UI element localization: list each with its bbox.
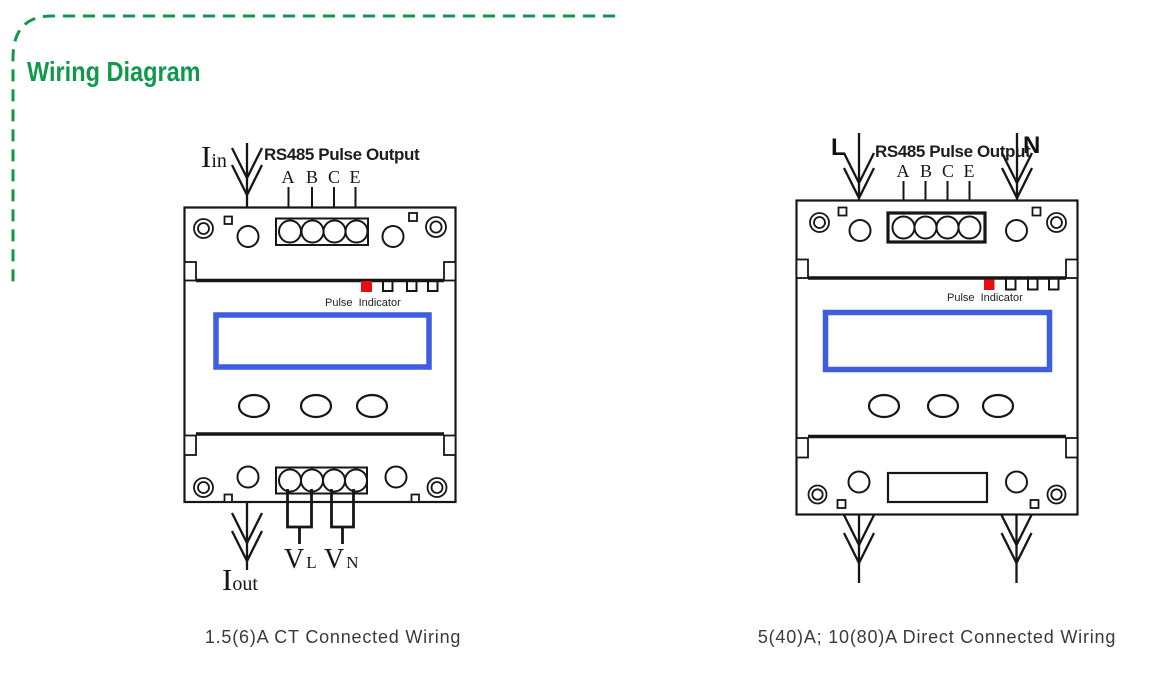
top-terminal-block	[275, 217, 369, 246]
terminal-letter-c: C	[942, 161, 954, 181]
din-screw-icon	[426, 477, 448, 498]
din-screw-icon	[807, 484, 828, 505]
dashed-border-path	[11, 14, 615, 289]
terminal-letter-a: A	[282, 167, 295, 187]
fixing-hole-square	[410, 493, 420, 503]
meter-button	[299, 393, 333, 419]
led-window	[406, 281, 418, 292]
fixing-hole-square	[1031, 206, 1042, 217]
cover-notch	[183, 434, 197, 456]
pulse-led-icon	[361, 281, 372, 292]
ct-wiring-diagram-art: Iin RS485 Pulse Output A B C E Pulse Ind…	[183, 139, 457, 597]
led-window	[382, 281, 394, 292]
cover-notch	[795, 258, 809, 279]
dashed-corner-border	[11, 14, 615, 289]
terminal-letter-b: B	[920, 161, 932, 181]
led-window	[1048, 279, 1060, 291]
lcd-display	[213, 312, 432, 370]
cover-notch	[183, 261, 197, 282]
load-out-arrow-icon	[842, 514, 876, 583]
meter-button	[981, 393, 1015, 419]
sealing-hole	[1005, 470, 1028, 494]
neutral-line-label: N	[1023, 132, 1040, 159]
pulse-indicator-label: Pulse Indicator	[325, 297, 401, 309]
fixing-hole-square	[408, 212, 418, 222]
live-line-label: L	[831, 134, 846, 161]
load-out-arrow-icon	[1000, 514, 1033, 583]
pulse-indicator-label: Pulse Indicator	[947, 292, 1023, 304]
cover-notch	[1065, 258, 1079, 279]
sealing-hole	[236, 465, 260, 489]
sealing-hole	[384, 465, 408, 489]
current-in-label: Iin	[201, 139, 227, 174]
led-window	[427, 281, 439, 292]
terminal-letter-e: E	[350, 167, 361, 187]
ct-wiring-caption: 1.5(6)A CT Connected Wiring	[204, 627, 462, 647]
meter-button	[867, 393, 901, 419]
sealing-hole	[847, 470, 871, 494]
cover-notch	[443, 261, 457, 282]
led-window	[1005, 279, 1017, 291]
din-screw-icon	[1046, 484, 1067, 505]
current-out-arrow-icon	[230, 502, 264, 570]
current-in-arrow-icon	[230, 143, 264, 207]
sealing-hole	[848, 219, 872, 242]
terminal-letter-b: B	[306, 167, 318, 187]
current-out-label: Iout	[222, 562, 258, 597]
direct-wiring-caption: 5(40)A; 10(80)A Direct Connected Wiring	[757, 627, 1117, 647]
cover-notch	[443, 434, 457, 456]
terminal-letter-c: C	[328, 167, 340, 187]
fixing-hole-square	[223, 215, 233, 225]
sealing-hole	[236, 225, 260, 248]
neutral-line-arrow-icon	[1000, 133, 1034, 201]
voltage-wire-vn	[330, 489, 355, 544]
bottom-terminal-block	[275, 466, 368, 495]
fixing-hole-square	[837, 206, 848, 217]
meter-button	[355, 393, 389, 419]
live-line-arrow-icon	[842, 133, 876, 201]
terminal-letter-e: E	[964, 161, 975, 181]
din-screw-icon	[425, 216, 447, 238]
led-window	[1027, 279, 1039, 291]
meter-button	[237, 393, 271, 419]
cover-notch	[795, 437, 809, 459]
fixing-hole-square	[1029, 499, 1040, 509]
sealing-hole	[1005, 219, 1028, 242]
meter-button	[926, 393, 960, 419]
din-screw-icon	[193, 477, 214, 498]
fixing-hole-square	[223, 493, 233, 503]
page-title: Wiring Diagram	[27, 56, 201, 87]
din-screw-icon	[193, 218, 214, 239]
top-terminal-block	[886, 211, 987, 244]
bottom-terminal-block	[886, 471, 989, 504]
lcd-display	[822, 309, 1053, 373]
fixing-hole-square	[836, 499, 847, 509]
direct-wiring-diagram-art: L N RS485 Pulse Output A B C E	[795, 132, 1079, 583]
din-screw-icon	[809, 212, 830, 233]
pulse-led-icon	[984, 279, 995, 290]
terminal-letter-a: A	[897, 161, 910, 181]
cover-notch	[1065, 437, 1079, 459]
sealing-hole	[381, 225, 405, 248]
din-screw-icon	[1046, 212, 1067, 233]
rs485-pulse-output-label: RS485 Pulse Output	[264, 145, 420, 164]
voltage-wire-vl	[286, 489, 313, 544]
rs485-pulse-output-label: RS485 Pulse Output	[875, 142, 1031, 161]
